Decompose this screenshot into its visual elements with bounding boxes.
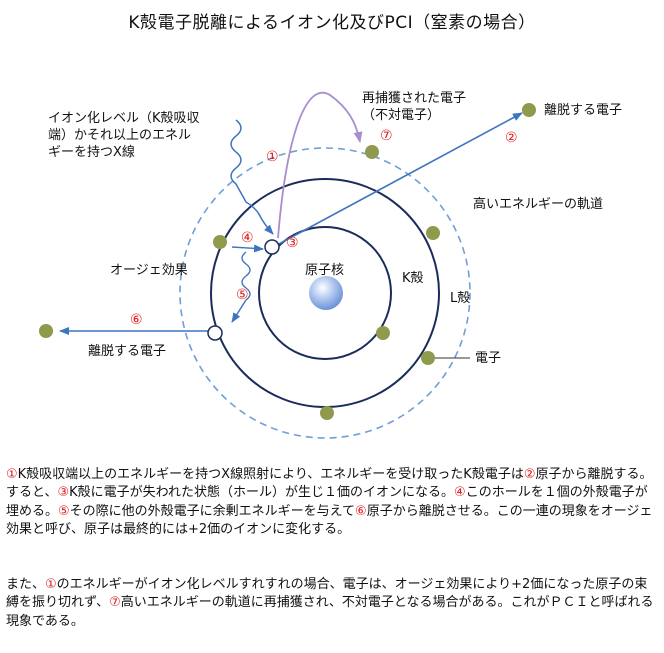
nucleus-label: 原子核 (305, 263, 345, 278)
page-title: K殻電子脱離によるイオン化及びPCI（窒素の場合） (128, 13, 536, 33)
description-text: K殻吸収端以上のエネルギーを持つX線照射により、エネルギーを受け取ったK殻電子は (17, 467, 524, 482)
marker-1: ① (266, 149, 279, 165)
auger-wave (231, 251, 251, 323)
l-shell-label: L殻 (450, 291, 471, 306)
recapture-arrow (277, 92, 363, 239)
escaping-electron-label-left: 離脱する電子 (88, 344, 167, 359)
marker-7: ⑦ (380, 128, 393, 144)
auger-effect-label: オージェ効果 (110, 263, 188, 278)
marker-6-inline: ⑥ (355, 503, 367, 519)
xray-label: イオン化レベル（K殻吸収 端）かそれ以上のエネル ギーを持つX線 (48, 111, 200, 160)
electron (213, 235, 227, 249)
description-text: K殻に電子が失われた状態（ホール）が生じ１価のイオンになる。 (69, 485, 455, 501)
marker-1-inline: ① (45, 577, 57, 592)
marker-5: ⑤ (236, 287, 249, 303)
marker-7-inline: ⑦ (109, 595, 121, 611)
recaptured-electron-label: 再捕獲された電子 （不対電子） (362, 91, 467, 123)
k-shell-orbit (258, 226, 392, 360)
description-text: 原子から離脱する。すると、 (6, 467, 653, 501)
xray-wave (230, 119, 274, 235)
electron (376, 326, 390, 340)
description-text: のエネルギーがイオン化レベルすれすれの場合、電子は、オージェ効果により+2価にな… (6, 577, 648, 611)
marker-4: ④ (241, 230, 254, 246)
marker-6: ⑥ (130, 312, 143, 328)
electron-label: 電子 (475, 351, 502, 366)
description-text: 高いエネルギーの軌道に再捕獲され、不対電子となる場合がある。これがＰＣＩと呼ばれ… (6, 595, 654, 629)
electron (426, 226, 440, 240)
marker-1-inline: ① (6, 467, 18, 482)
description-text: 原子から離脱させる。この一連の現象をオージェ効果と呼び、原子は最終的には+2価の… (6, 503, 653, 537)
marker-2-inline: ② (523, 467, 536, 482)
transition-arrow (231, 244, 264, 253)
electron-escaped-left (39, 324, 53, 338)
marker-2: ② (505, 130, 518, 146)
description-text: また、 (6, 577, 46, 592)
electron (320, 406, 334, 420)
k-shell-label: K殻 (402, 271, 424, 286)
high-energy-orbit-label: 高いエネルギーの軌道 (473, 197, 604, 212)
description-text: その際に他の外殻電子に余剰エネルギーを与えて (69, 503, 356, 519)
marker-5-inline: ⑤ (58, 503, 70, 519)
marker-3-inline: ③ (57, 485, 70, 501)
k-shell-hole (264, 239, 280, 255)
electron (421, 351, 435, 365)
description-text: このホールを１個の外殻電子が埋める。 (6, 485, 648, 519)
description-paragraph-2: また、①のエネルギーがイオン化レベルすれすれの場合、電子は、オージェ効果により+… (6, 576, 658, 631)
electron (365, 145, 379, 159)
high-energy-orbit (179, 147, 471, 439)
escaping-electron-label-top: 離脱する電子 (544, 103, 623, 118)
description-paragraph-1: ①K殻吸収端以上のエネルギーを持つX線照射により、エネルギーを受け取ったK殻電子… (6, 466, 658, 539)
escape-arrow-top (276, 112, 523, 246)
electron-escaped-top (522, 103, 536, 117)
nucleus (309, 276, 343, 310)
marker-4-inline: ④ (454, 485, 466, 501)
marker-3: ③ (286, 235, 299, 251)
l-shell-hole (207, 325, 223, 341)
